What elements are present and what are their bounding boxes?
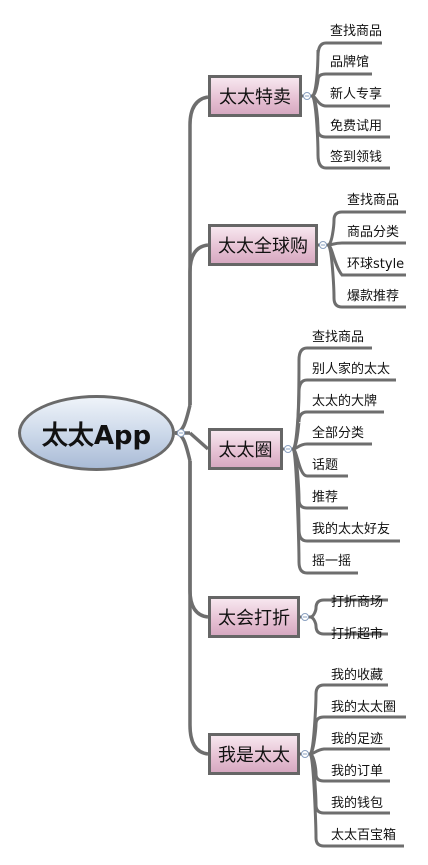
branch-label: 太太特卖	[219, 87, 291, 108]
leaf-node[interactable]: 打折超市	[331, 627, 384, 642]
leaf-node[interactable]: 别人家的太太	[312, 362, 391, 377]
leaf-node[interactable]: 推荐	[312, 490, 339, 505]
branch-node-woshi-taitai[interactable]: 我是太太	[208, 733, 300, 775]
leaf-node[interactable]: 新人专享	[330, 87, 383, 102]
leaf-node[interactable]: 签到领钱	[330, 150, 383, 165]
branch-node-taitai-quan[interactable]: 太太圈	[208, 428, 283, 470]
branch-node-taitai-temai[interactable]: 太太特卖	[208, 75, 302, 117]
leaf-node[interactable]: 摇一摇	[312, 554, 352, 569]
root-label: 太太App	[41, 420, 152, 451]
branch-label: 太太圈	[218, 440, 273, 461]
leaf-node[interactable]: 我的订单	[331, 764, 384, 779]
branch-label: 太太全球购	[218, 236, 308, 257]
leaf-node[interactable]: 商品分类	[347, 225, 400, 240]
root-node[interactable]: 太太App	[18, 395, 175, 471]
leaf-node[interactable]: 话题	[312, 458, 339, 473]
leaf-node[interactable]: 我的足迹	[331, 732, 384, 747]
leaf-node[interactable]: 我的收藏	[331, 668, 384, 683]
leaf-node[interactable]: 爆款推荐	[347, 289, 400, 304]
leaf-node[interactable]: 免费试用	[330, 119, 383, 134]
leaf-node[interactable]: 查找商品	[330, 24, 383, 39]
leaf-node[interactable]: 查找商品	[347, 193, 400, 208]
leaf-node[interactable]: 我的钱包	[331, 796, 384, 811]
leaf-node[interactable]: 全部分类	[312, 426, 365, 441]
branch-node-taihui-dazhe[interactable]: 太会打折	[208, 596, 300, 638]
leaf-node[interactable]: 太太百宝箱	[331, 828, 397, 843]
leaf-node[interactable]: 太太的大牌	[312, 394, 378, 409]
leaf-node[interactable]: 查找商品	[312, 330, 365, 345]
branch-label: 太会打折	[218, 608, 290, 629]
leaf-node[interactable]: 我的太太圈	[331, 700, 397, 715]
leaf-node[interactable]: 品牌馆	[330, 55, 370, 70]
leaf-node[interactable]: 环球style	[347, 257, 405, 272]
branch-node-taitai-quanqiugou[interactable]: 太太全球购	[208, 224, 318, 266]
leaf-node[interactable]: 打折商场	[331, 595, 384, 610]
leaf-node[interactable]: 我的太太好友	[312, 522, 391, 537]
branch-label: 我是太太	[218, 745, 290, 766]
